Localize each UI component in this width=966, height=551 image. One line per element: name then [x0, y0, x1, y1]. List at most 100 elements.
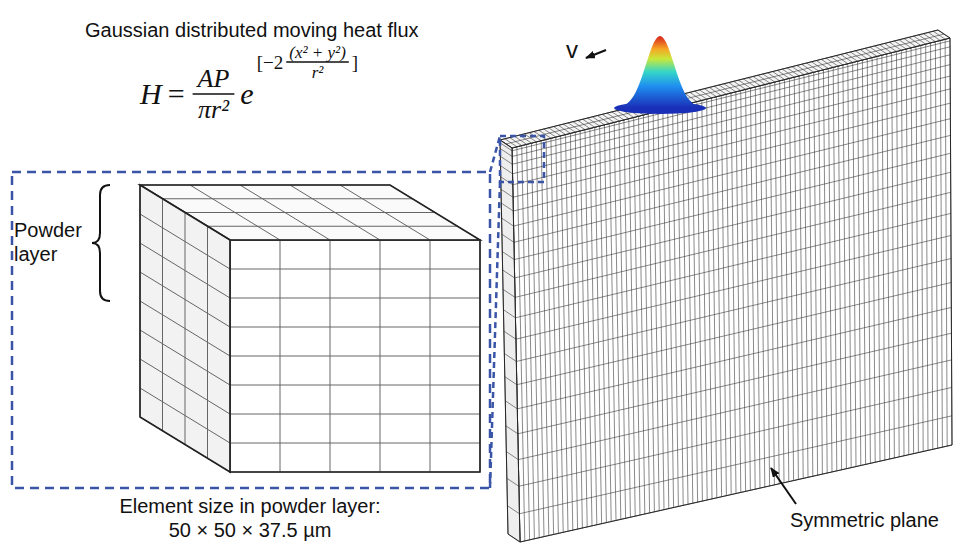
plate-front-line: [940, 40, 942, 447]
plate-front-line: [770, 83, 774, 485]
plate-front-line: [541, 141, 549, 536]
heat-source-profile: [614, 36, 706, 108]
cube-side-line: [140, 301, 230, 356]
plate-front-line: [514, 119, 951, 226]
plate-front-line: [668, 109, 674, 508]
figure-heading: Gaussian distributed moving heat flux: [85, 18, 419, 42]
plate-front-line: [887, 54, 890, 459]
element-size-note: Element size in powder layer: 50 × 50 × …: [112, 494, 388, 542]
formula-term: ]: [352, 53, 358, 72]
plate-front-line: [935, 42, 937, 449]
plane-label: Symmetric plane: [790, 508, 939, 532]
plate-front-line: [663, 110, 669, 508]
velocity-arrow: [586, 50, 606, 58]
plate-front-line: [945, 39, 947, 446]
gaussian-heat-source: [614, 36, 706, 114]
plate-front-line: [643, 115, 649, 513]
zoom-leader: [490, 182, 500, 488]
plate-front-line: [531, 143, 539, 538]
plate-front-line: [746, 89, 751, 490]
plate-front-line: [624, 120, 630, 517]
plate-front-fill: [512, 38, 952, 542]
formula-term: =: [168, 79, 185, 109]
plate-front-line: [513, 89, 950, 197]
cube-front-line: [230, 414, 480, 415]
plate-front-line: [755, 87, 760, 488]
plate-front-line: [726, 94, 731, 494]
plate-front-line: [750, 88, 755, 489]
cube-side-line: [140, 330, 230, 385]
plate-front-line: [513, 103, 950, 211]
plate-end-line: [500, 148, 512, 156]
plate-front-line: [514, 135, 951, 242]
cube-front-line: [230, 269, 480, 270]
plate-front-line: [515, 172, 951, 278]
plate-end-line: [502, 234, 514, 242]
plate-front-line: [702, 100, 707, 500]
plate-end-edge: [500, 140, 520, 542]
plate-front-line: [551, 138, 558, 533]
cube-front-line: [230, 356, 480, 357]
plate-front-line: [765, 84, 770, 486]
plate-end-line: [501, 166, 513, 174]
plate-front-line: [516, 259, 951, 362]
plate-front-line: [716, 97, 721, 497]
plate-front-line: [697, 102, 702, 501]
cube-front-line: [230, 327, 480, 328]
plate-front-line: [872, 58, 875, 463]
plate-front-line: [926, 44, 928, 450]
formula-term: r²: [312, 64, 324, 81]
plate-front-line: [682, 105, 688, 504]
formula-term: (x² + y²): [289, 44, 346, 61]
plate-front-line: [677, 106, 683, 505]
plate-front-line: [721, 95, 726, 495]
plate-front-line: [512, 47, 950, 157]
plate-front-line: [653, 113, 659, 511]
plate-front-line: [780, 81, 784, 483]
cube-top-line: [163, 198, 413, 199]
plate-front-line: [658, 111, 664, 509]
cube-side-line: [140, 243, 230, 298]
plate-front-line: [634, 117, 640, 515]
plate-front-line: [911, 48, 914, 454]
plate-end-line: [505, 377, 517, 385]
cube-front-fill: [230, 240, 480, 472]
fraction-bar: [286, 61, 349, 63]
formula-term: e: [240, 79, 253, 109]
plate-front-line: [819, 71, 823, 474]
formula-term: H: [140, 79, 162, 109]
plate-mesh: [500, 30, 952, 542]
layer-label: Powder layer: [14, 218, 88, 266]
plate-front-line: [833, 67, 837, 471]
plate-end-line: [503, 289, 515, 297]
plate-front-line: [536, 142, 544, 537]
plate-front-line: [843, 65, 846, 469]
plate-end-line: [504, 353, 516, 361]
cube-side-fill: [140, 185, 230, 472]
plate-front-line: [775, 82, 779, 484]
zoom-source-box: [500, 136, 544, 182]
plate-end-line: [505, 401, 517, 409]
plate-front-line: [809, 73, 813, 476]
plate-front-line: [931, 43, 933, 449]
plate-front-line: [518, 360, 951, 460]
plate-end-line: [506, 452, 518, 460]
plate-front-line: [921, 45, 923, 451]
formula-term: πr²: [198, 97, 229, 123]
plate-top-edge: [500, 30, 950, 148]
plane-leader: [771, 468, 796, 504]
plate-front-line: [687, 104, 693, 503]
plate-front-line: [916, 47, 918, 453]
cube-front-line: [230, 298, 480, 299]
plate-front-line: [648, 114, 654, 512]
plate-front-line: [896, 51, 899, 456]
plate-front-line: [519, 387, 952, 486]
plate-front-line: [789, 78, 793, 480]
plate-front-line: [516, 235, 951, 339]
plate-front-line: [858, 61, 861, 465]
plate-front-line: [514, 153, 950, 259]
layer-brace: [92, 185, 110, 301]
plate-front-line: [877, 56, 880, 461]
cube-mesh: [140, 185, 480, 472]
plate-front-line: [619, 121, 626, 518]
